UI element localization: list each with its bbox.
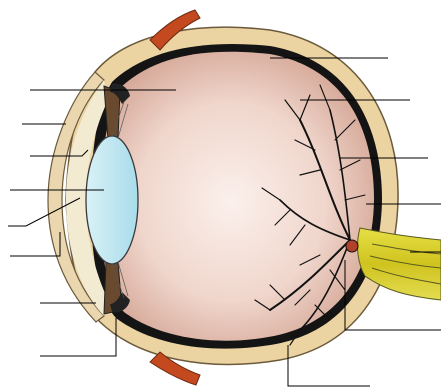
vitreous-body <box>100 52 374 341</box>
blind-spot <box>346 240 358 252</box>
lens <box>86 136 138 264</box>
